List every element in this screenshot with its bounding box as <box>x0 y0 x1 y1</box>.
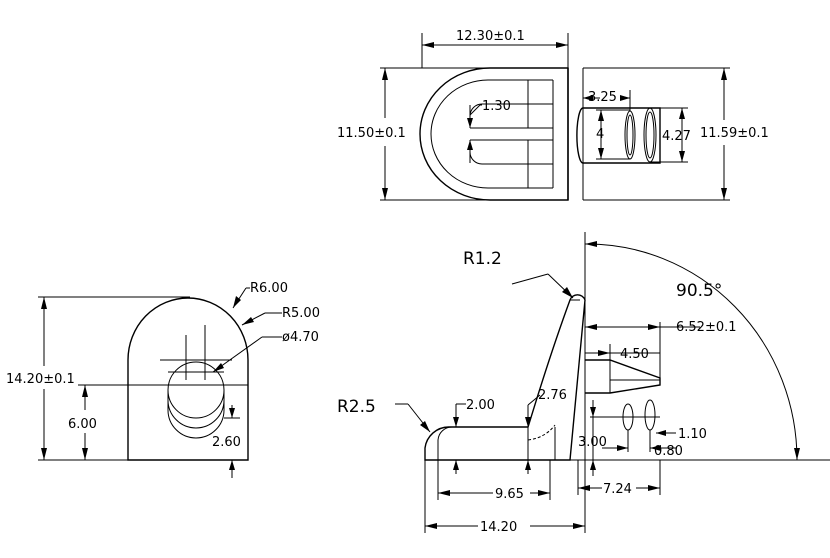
total-length-label: 14.20 <box>480 520 517 535</box>
hole-diameter-label: ø4.70 <box>282 330 319 345</box>
arrow-head <box>229 408 235 418</box>
front-height-label: 14.20±0.1 <box>6 372 75 387</box>
arrow-head <box>656 430 666 436</box>
arrow-head <box>617 445 628 451</box>
arrow-head <box>556 42 568 48</box>
side-view-hidden-line <box>527 424 556 441</box>
arrow-head <box>562 287 573 298</box>
arrow-head <box>467 118 473 128</box>
angle-label: 90.5° <box>676 281 722 301</box>
top-view-inner-arc <box>430 79 553 189</box>
arrow-head <box>82 385 88 397</box>
arrow-head <box>213 363 224 372</box>
base-thickness-label: 2.00 <box>466 398 495 413</box>
top-view-slot-lower <box>469 139 553 188</box>
top-view-pin-groove-1b <box>626 114 634 156</box>
slot-dimension-label: 1.30 <box>482 99 511 114</box>
arrow-head <box>382 68 388 80</box>
arrow-head <box>525 460 531 470</box>
inner-radius-label: R5.00 <box>282 306 320 321</box>
arrow-head <box>438 490 450 496</box>
arrow-head <box>242 317 254 325</box>
top-view-pin <box>576 107 661 164</box>
step-label: 2.76 <box>538 388 567 403</box>
arrow-head <box>233 296 241 308</box>
front-view-outline <box>127 297 249 461</box>
outer-radius-label: R6.00 <box>250 281 288 296</box>
arrow-head <box>620 95 630 101</box>
arrow-head <box>467 140 473 150</box>
width-dimension-label: 12.30±0.1 <box>456 29 525 44</box>
arrow-head <box>794 448 800 460</box>
front-view-hole-shadow <box>167 390 225 439</box>
arrow-head <box>721 68 727 80</box>
arrow-head <box>425 523 437 529</box>
arrow-head <box>382 188 388 200</box>
side-view-outline <box>424 294 586 461</box>
leader-line <box>469 104 481 116</box>
arrow-head <box>650 445 661 451</box>
groove-label: 1.10 <box>678 427 707 442</box>
pin-outer-diameter-label: 4.27 <box>662 129 691 144</box>
front-view-hole-lower <box>167 399 225 429</box>
arrow-head <box>41 297 47 309</box>
arrow-head <box>598 110 604 121</box>
offset-label: 2.60 <box>212 435 241 450</box>
arrow-head <box>585 241 597 247</box>
arrow-head <box>453 417 459 427</box>
base-length-label: 9.65 <box>495 487 524 502</box>
groove-offset-label: 0.80 <box>654 444 683 459</box>
side-view-pin <box>585 359 661 394</box>
arrow-head <box>648 324 660 330</box>
front-view: R6.00 R5.00 ø4.70 14.20±0.1 6.00 2.60 <box>6 281 320 478</box>
arrow-head <box>679 108 685 119</box>
left-height-label: 11.50±0.1 <box>337 126 406 141</box>
side-view: 90.5° R1.2 6.52±0.1 4.50 R2.5 2.00 <box>337 232 830 535</box>
arrow-head <box>598 148 604 159</box>
top-view: 12.30±0.1 11.50±0.1 1.30 3.25 4 <box>337 29 769 201</box>
pin-extent-label: 7.24 <box>603 482 632 497</box>
pin-length-label: 6.52±0.1 <box>676 320 737 335</box>
tip-radius-label: R1.2 <box>463 249 502 269</box>
leader-line <box>527 394 541 406</box>
arrow-head <box>453 460 459 470</box>
side-view-fillet <box>437 426 453 460</box>
arrow-head <box>420 421 430 432</box>
arrow-head <box>422 42 434 48</box>
arrow-head <box>578 485 590 491</box>
leader-line <box>511 273 549 285</box>
center-height-label: 6.00 <box>68 417 97 432</box>
tip-dimension-label: 3.25 <box>588 90 617 105</box>
side-view-groove-2 <box>644 399 656 431</box>
arrow-head <box>679 151 685 162</box>
arrow-head <box>41 448 47 460</box>
arrow-head <box>573 523 585 529</box>
arrow-head <box>590 407 596 417</box>
top-view-outline <box>419 67 569 201</box>
arrow-head <box>538 490 550 496</box>
arrow-head <box>598 350 610 356</box>
pin-diameter-label: 4 <box>596 127 604 142</box>
arrow-head <box>721 188 727 200</box>
base-radius-label: R2.5 <box>337 397 376 417</box>
right-height-label: 11.59±0.1 <box>700 126 769 141</box>
arrow-head <box>648 485 660 491</box>
arrow-head <box>82 448 88 460</box>
arrow-head <box>525 417 531 427</box>
angle-arc <box>584 243 798 461</box>
arrow-head <box>585 324 597 330</box>
top-view-pin-groove-2b <box>645 111 655 159</box>
pin-body-label: 4.50 <box>620 347 649 362</box>
arrow-head <box>583 95 593 101</box>
arrow-head <box>229 460 235 470</box>
